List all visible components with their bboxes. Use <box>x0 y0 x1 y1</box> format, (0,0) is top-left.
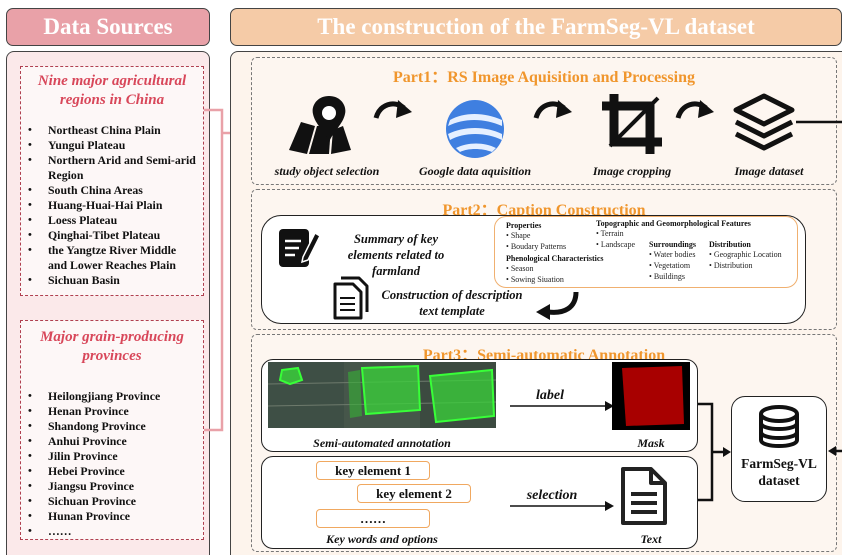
region-item: Yungui Plateau <box>21 138 197 153</box>
region-item: South China Areas <box>21 183 197 198</box>
crop-icon <box>602 94 662 154</box>
feature-item: • Season <box>506 264 534 273</box>
mask-caption: Mask <box>637 436 665 450</box>
text-caption: Text <box>640 532 662 546</box>
template-text: Construction of description text templat… <box>381 288 523 318</box>
part1-title: Part1：RS Image Aquisition and Processing <box>393 69 695 86</box>
feature-item: • Landscape <box>596 240 636 249</box>
feature-item: • Boudary Patterns <box>506 242 567 251</box>
topographic-group: Topographic and Geomorphological Feature… <box>596 219 751 250</box>
step-image-cropping: Image cropping <box>592 164 672 178</box>
feature-item: • Sowing Siuation <box>506 275 564 284</box>
region-item: Sichuan Basin <box>21 273 197 288</box>
edit-note-icon <box>279 229 321 267</box>
layers-icon <box>733 93 795 151</box>
provinces-box: Major grain-producing provinces Heilongj… <box>20 320 204 540</box>
province-item: Jiangsu Province <box>21 479 203 494</box>
text-document-icon <box>621 467 667 525</box>
surroundings-group: Surroundings • Water bodies • Vegetatiom… <box>649 240 696 282</box>
part2-title: Part2：Caption Construction <box>442 202 646 219</box>
satellite-image <box>268 362 496 428</box>
feature-item: • Water bodies <box>649 250 696 259</box>
province-item: Shandong Province <box>21 419 203 434</box>
distribution-title: Distribution <box>709 240 751 249</box>
region-item: the Yangtze River Middle and Lower Reach… <box>21 243 197 273</box>
regions-title: Nine major agricultural regions in China <box>37 73 187 108</box>
feature-item: • Buildings <box>649 272 685 281</box>
key-element-more: …… <box>316 509 430 528</box>
curved-arrow-icon <box>533 100 572 119</box>
province-item: …… <box>21 524 203 539</box>
province-item: Hebei Province <box>21 464 203 479</box>
curved-arrow-icon <box>675 100 714 119</box>
regions-box: Nine major agricultural regions in China… <box>20 66 204 296</box>
province-item: Jilin Province <box>21 449 203 464</box>
regions-list: Northeast China Plain Yungui Plateau Nor… <box>21 123 203 288</box>
feature-item: • Distribution <box>709 261 753 270</box>
data-sources-header: Data Sources <box>6 8 210 46</box>
step-image-dataset: Image dataset <box>734 164 804 178</box>
province-item: Anhui Province <box>21 434 203 449</box>
semi-caption: Semi-automated annotation <box>313 436 451 450</box>
properties-title: Properties <box>506 221 542 230</box>
label-text: label <box>536 388 564 403</box>
map-pin-icon <box>289 96 351 154</box>
provinces-list: Heilongjiang Province Henan Province Sha… <box>21 389 203 539</box>
distribution-group: Distribution • Geographic Location • Dis… <box>709 240 782 271</box>
properties-group: Properties • Shape • Boudary Patterns <box>506 221 566 252</box>
province-item: Henan Province <box>21 404 203 419</box>
return-arrow-icon <box>536 291 579 320</box>
region-item: Northeast China Plain <box>21 123 197 138</box>
region-item: Huang-Huai-Hai Plain <box>21 198 197 213</box>
phenological-title: Phenological Characteristics <box>506 254 604 263</box>
mask-image <box>612 362 690 430</box>
summary-text: Summary of key elements related to farml… <box>347 232 445 278</box>
phenological-group: Phenological Characteristics • Season • … <box>506 254 604 285</box>
curved-arrow-icon <box>373 100 412 119</box>
key-element-2: key element 2 <box>357 484 471 503</box>
key-element-1: key element 1 <box>316 461 430 480</box>
surroundings-title: Surroundings <box>649 240 696 249</box>
farmseg-dataset-label: FarmSeg-VL dataset <box>741 456 817 488</box>
keywords-caption: Key words and options <box>326 532 438 546</box>
provinces-title: Major grain-producing provinces <box>40 329 184 364</box>
features-box <box>494 216 798 288</box>
region-item: Northern Arid and Semi-arid Region <box>21 153 197 183</box>
feature-item: • Shape <box>506 231 531 240</box>
topographic-title: Topographic and Geomorphological Feature… <box>596 219 751 228</box>
region-item: Loess Plateau <box>21 213 197 228</box>
label-arrow-icon <box>510 401 614 411</box>
feature-item: • Vegetatiom <box>649 261 691 270</box>
documents-icon <box>333 276 369 320</box>
step-google-data: Google data aquisition <box>418 164 531 178</box>
region-item: Qinghai-Tibet Plateau <box>21 228 197 243</box>
province-item: Sichuan Province <box>21 494 203 509</box>
farmseg-header: The construction of the FarmSeg-VL datas… <box>230 8 842 46</box>
google-earth-icon <box>446 100 504 158</box>
incoming-arrow-icon <box>828 446 842 456</box>
join-connector <box>698 402 731 502</box>
province-item: Heilongjiang Province <box>21 389 203 404</box>
province-item: Hunan Province <box>21 509 203 524</box>
feature-item: • Terrain <box>596 229 624 238</box>
part1-exit-line <box>796 120 842 124</box>
database-icon <box>759 405 799 448</box>
farmseg-dataset-box <box>731 396 827 502</box>
selection-arrow-icon <box>510 501 614 511</box>
feature-item: • Geographic Location <box>709 250 782 259</box>
selection-text: selection <box>526 488 578 503</box>
step-study-object: study object selection <box>274 164 380 178</box>
